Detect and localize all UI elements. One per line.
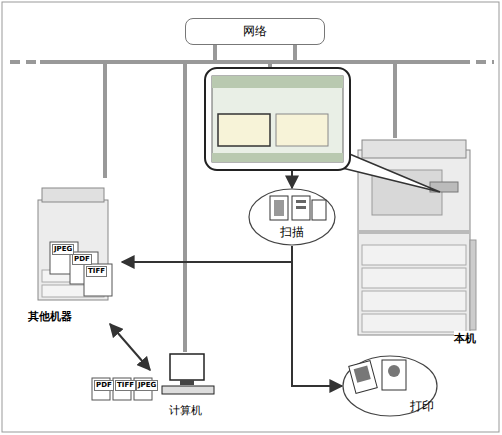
- network-line: [105, 45, 215, 178]
- file-format: PDF: [94, 380, 114, 391]
- computer: [162, 354, 214, 394]
- flow-arrow: [292, 246, 342, 386]
- file-format: TIFF: [115, 380, 136, 391]
- file-format: PDF: [72, 254, 92, 265]
- node-label: 网络: [243, 23, 267, 40]
- flow-arrow: [291, 171, 293, 188]
- file-format: TIFF: [86, 266, 107, 277]
- node-label: 计算机: [169, 403, 202, 418]
- file-format: JPEG: [136, 380, 158, 391]
- computer: 计算机: [150, 352, 220, 418]
- file-format: JPEG: [52, 244, 74, 255]
- print-oval: 打印: [342, 355, 438, 417]
- node-label: 打印: [410, 398, 434, 415]
- this-machine: 本机: [352, 138, 480, 348]
- network-box: 网络: [185, 18, 325, 45]
- flow-arrow: [122, 246, 292, 262]
- network-line: [295, 45, 395, 138]
- frame: [2, 2, 499, 432]
- node-label: 其他机器: [28, 309, 72, 324]
- network-line: [185, 45, 215, 352]
- flow-arrow: [110, 324, 150, 370]
- node-label: 扫描: [280, 224, 304, 241]
- scan-oval: 扫描: [248, 188, 336, 246]
- node-label: 本机: [454, 331, 476, 346]
